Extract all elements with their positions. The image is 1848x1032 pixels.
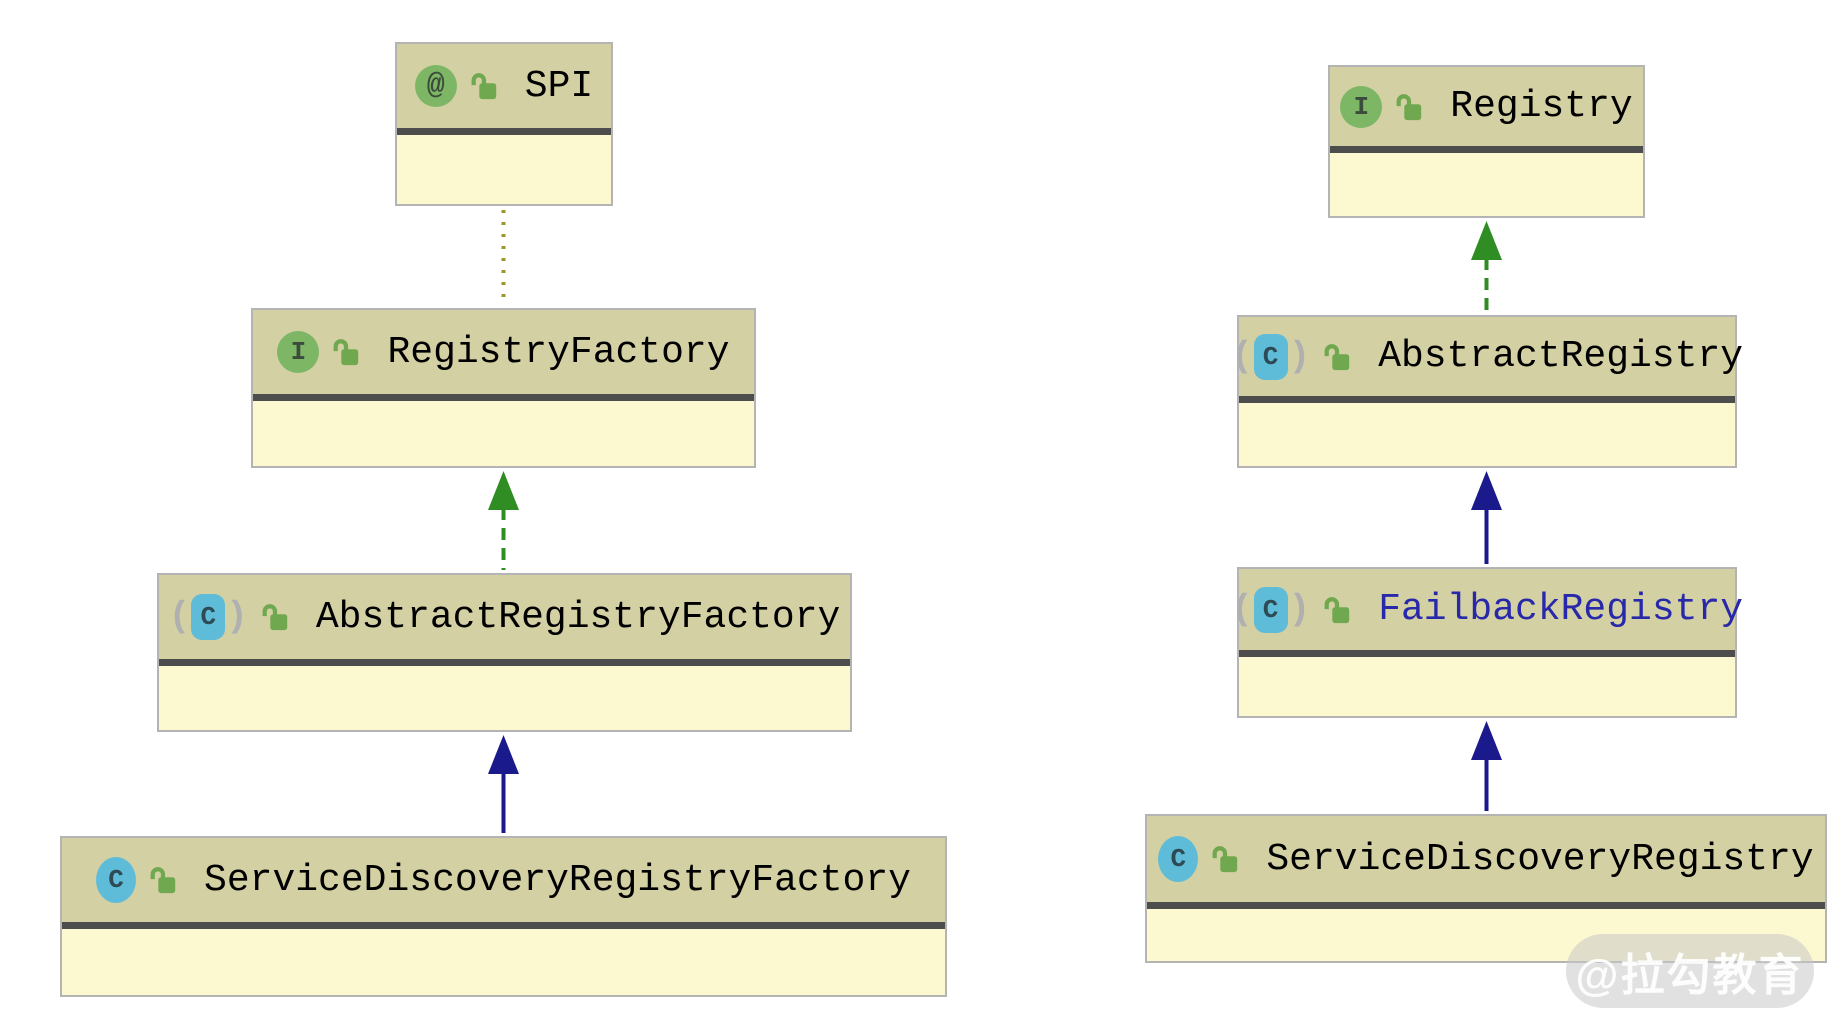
unlocked-icon bbox=[1210, 842, 1240, 876]
uml-node-failbackregistry[interactable]: C FailbackRegistry bbox=[1237, 567, 1743, 718]
class-name: AbstractRegistry bbox=[1378, 335, 1744, 378]
unlocked-icon bbox=[331, 335, 361, 369]
class-name: ServiceDiscoveryRegistryFactory bbox=[204, 858, 911, 902]
annotation-icon: @ bbox=[414, 65, 457, 107]
interface-icon: I bbox=[1340, 85, 1383, 128]
uml-node-servicediscoveryregistryfactory[interactable]: C ServiceDiscoveryRegistryFactory bbox=[60, 836, 947, 997]
unlocked-icon bbox=[1322, 593, 1352, 627]
unlocked-icon bbox=[260, 600, 290, 634]
watermark-label: @拉勾教育 bbox=[1575, 951, 1805, 1000]
edge-implements-abstractregistry-registry bbox=[1471, 221, 1502, 312]
edge-extends-failbackregistry-abstractregistry bbox=[1471, 471, 1502, 564]
members-section bbox=[1239, 657, 1735, 716]
node-header: I Registry bbox=[1330, 67, 1643, 153]
abstract-class-icon: C bbox=[1231, 586, 1310, 633]
class-name: Registry bbox=[1450, 85, 1633, 128]
node-header: C AbstractRegistry bbox=[1239, 317, 1743, 403]
edge-implements-abstractregistryfactory-registryfactory bbox=[488, 471, 519, 570]
members-section bbox=[159, 666, 850, 730]
unlocked-icon bbox=[1394, 90, 1424, 124]
class-icon: C bbox=[1158, 836, 1199, 882]
uml-node-abstractregistryfactory[interactable]: C AbstractRegistryFactory bbox=[157, 573, 852, 732]
watermark: @拉勾教育 bbox=[1566, 934, 1814, 1008]
uml-node-registry[interactable]: I Registry bbox=[1328, 65, 1645, 218]
members-section bbox=[1239, 403, 1735, 466]
class-name: FailbackRegistry bbox=[1378, 588, 1744, 631]
edge-extends-servicediscoveryregistry-failbackregistry bbox=[1471, 721, 1502, 811]
edge-extends-servicediscoveryregistryfactory-abstractregistryfactory bbox=[488, 735, 519, 833]
interface-icon: I bbox=[277, 331, 320, 373]
members-section bbox=[62, 929, 945, 995]
unlocked-icon bbox=[148, 863, 178, 897]
members-section bbox=[397, 135, 611, 204]
uml-node-registryfactory[interactable]: I RegistryFactory bbox=[251, 308, 756, 468]
abstract-class-icon: C bbox=[1231, 333, 1310, 380]
node-header: @ SPI bbox=[397, 44, 611, 135]
abstract-class-icon: C bbox=[169, 594, 248, 640]
unlocked-icon bbox=[1322, 340, 1352, 374]
node-header: C AbstractRegistryFactory bbox=[159, 575, 850, 666]
unlocked-icon bbox=[469, 69, 499, 103]
class-name: AbstractRegistryFactory bbox=[315, 595, 841, 639]
members-section bbox=[1330, 153, 1643, 216]
uml-node-spi[interactable]: @ SPI bbox=[395, 42, 613, 206]
uml-node-abstractregistry[interactable]: C AbstractRegistry bbox=[1237, 315, 1743, 468]
class-name: RegistryFactory bbox=[387, 330, 730, 374]
node-header: C ServiceDiscoveryRegistry bbox=[1147, 816, 1825, 909]
class-name: ServiceDiscoveryRegistry bbox=[1266, 837, 1814, 881]
members-section bbox=[253, 401, 754, 466]
class-name: SPI bbox=[524, 64, 594, 108]
node-header: I RegistryFactory bbox=[253, 310, 754, 401]
class-icon: C bbox=[96, 857, 137, 903]
node-header: C FailbackRegistry bbox=[1239, 569, 1743, 657]
node-header: C ServiceDiscoveryRegistryFactory bbox=[62, 838, 945, 929]
